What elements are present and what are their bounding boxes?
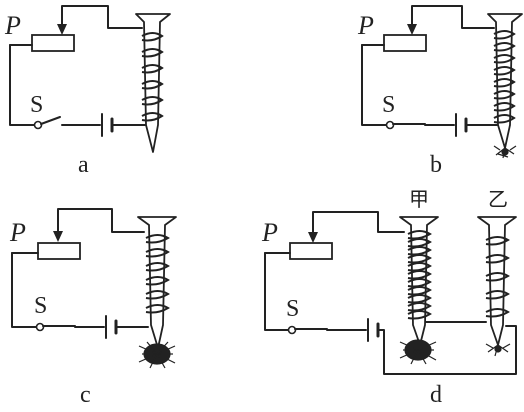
wire-left bbox=[9, 44, 36, 126]
rheostat-label: P bbox=[261, 218, 278, 247]
rheostat-label: P bbox=[357, 11, 374, 40]
panel-caption: a bbox=[78, 152, 89, 178]
iron-filings-many bbox=[399, 339, 437, 365]
iron-filings-many bbox=[138, 341, 176, 369]
wire-left bbox=[264, 252, 291, 331]
slider-arrow-icon bbox=[308, 232, 318, 243]
panel-a: P S a bbox=[4, 5, 171, 178]
nail-label-jia: 甲 bbox=[409, 187, 429, 211]
rheostat-resistor bbox=[383, 34, 427, 52]
slider-arrow-icon bbox=[407, 24, 417, 35]
switch-label: S bbox=[34, 293, 47, 319]
wire-slider bbox=[57, 208, 145, 234]
rheostat-label: P bbox=[4, 11, 21, 40]
coil-windings bbox=[493, 30, 516, 124]
rheostat-resistor bbox=[31, 34, 75, 52]
switch-pivot bbox=[33, 120, 43, 130]
panel-caption: b bbox=[430, 152, 442, 178]
coil-windings bbox=[145, 234, 170, 314]
switch-label: S bbox=[382, 92, 395, 118]
iron-filings-few bbox=[485, 343, 511, 357]
wire-slider bbox=[61, 5, 143, 29]
switch-pivot bbox=[287, 325, 297, 335]
wire-left bbox=[11, 252, 38, 328]
switch-pivot bbox=[385, 120, 395, 130]
rheostat-label: P bbox=[9, 218, 26, 247]
slider-arrow-icon bbox=[57, 24, 67, 35]
nail-label-yi: 乙 bbox=[488, 187, 508, 211]
iron-filings-few bbox=[493, 145, 517, 159]
panel-b: P S b bbox=[357, 5, 523, 178]
rheostat-resistor bbox=[289, 242, 333, 260]
coil-windings-yi bbox=[485, 236, 510, 318]
switch-label: S bbox=[286, 296, 299, 322]
slider-arrow-icon bbox=[53, 231, 63, 242]
panel-d: P S 甲 乙 d bbox=[261, 187, 517, 408]
switch-pivot bbox=[35, 322, 45, 332]
panel-c: P S c bbox=[9, 208, 177, 408]
iron-nail bbox=[487, 13, 523, 149]
iron-nail bbox=[137, 216, 177, 349]
wire-return-path bbox=[377, 325, 517, 375]
panel-caption: c bbox=[80, 382, 91, 408]
coil-windings-jia bbox=[407, 230, 432, 320]
panel-caption: d bbox=[430, 382, 442, 408]
switch-label: S bbox=[30, 92, 43, 118]
wire-slider bbox=[312, 211, 405, 235]
wire-slider bbox=[411, 5, 495, 29]
iron-nail bbox=[135, 13, 171, 153]
iron-nail-jia bbox=[399, 216, 439, 346]
wire-left bbox=[361, 44, 388, 126]
switch-blade bbox=[40, 116, 61, 125]
rheostat-resistor bbox=[37, 242, 81, 260]
coil-windings bbox=[141, 32, 164, 122]
